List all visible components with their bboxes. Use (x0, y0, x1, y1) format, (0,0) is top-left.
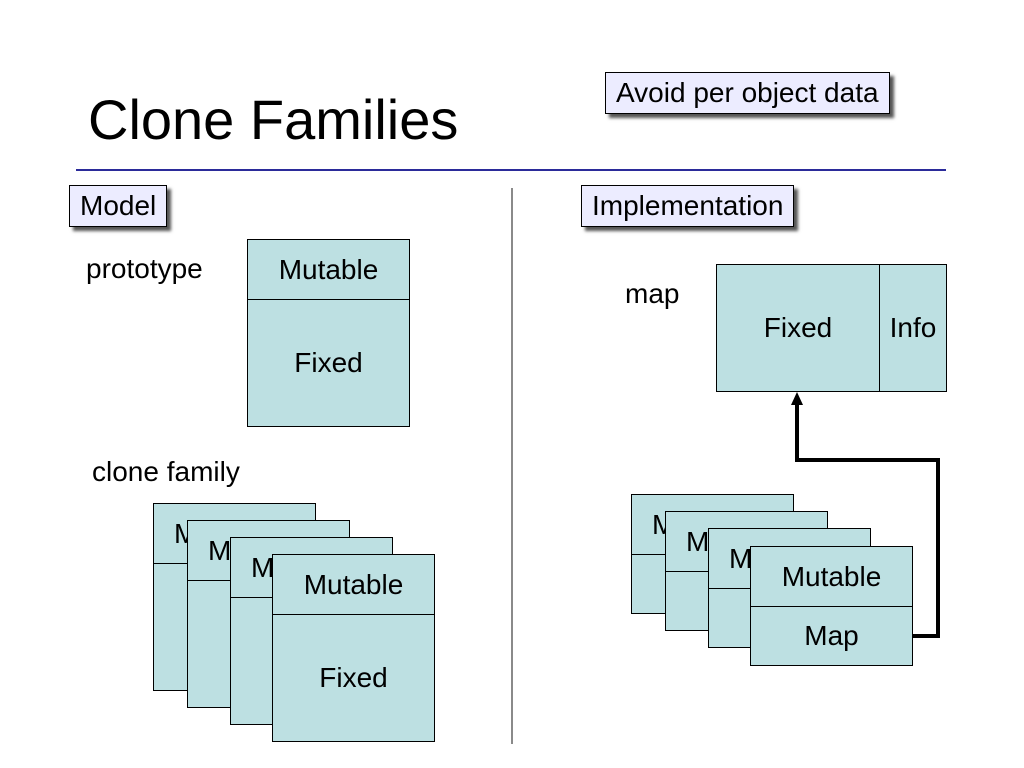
arrow-path (795, 404, 940, 638)
title-rule (76, 169, 946, 171)
prototype-label: prototype (86, 253, 203, 284)
note-callout: Avoid per object data (605, 72, 890, 114)
impl-object-front: Mutable Map (750, 546, 913, 666)
map-label: map (625, 278, 680, 309)
prototype-object: Mutable Fixed (247, 239, 410, 427)
prototype-mutable-section: Mutable (248, 240, 409, 300)
page-title: Clone Families (88, 88, 459, 151)
map-fixed-section: Fixed (717, 265, 880, 391)
map-info-section: Info (889, 312, 937, 343)
clone-object-front: Mutable Fixed (272, 554, 435, 742)
clone-fixed-section: Fixed (319, 662, 388, 693)
model-heading: Model (69, 185, 168, 227)
arrow-head (791, 392, 803, 405)
prototype-fixed-section: Fixed (294, 347, 363, 378)
clone-mutable-section: Mutable (273, 555, 434, 615)
implementation-heading: Implementation (581, 185, 795, 227)
map-object: Fixed Info (716, 264, 947, 392)
impl-mutable-section: Mutable (751, 547, 912, 607)
impl-map-section: Map (804, 620, 859, 651)
clone-family-label: clone family (92, 456, 240, 487)
column-divider (511, 188, 513, 744)
